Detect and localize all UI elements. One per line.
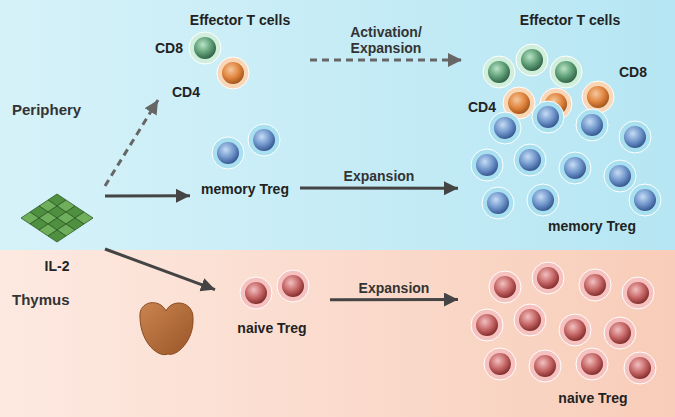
memory-treg-group: memory Treg [190, 122, 300, 204]
cell [189, 32, 221, 64]
cell [582, 81, 614, 113]
group-label: Effector T cells [520, 12, 620, 28]
text-holder: Periphery [12, 101, 81, 118]
cell-label: CD4 [172, 84, 200, 100]
cell [604, 317, 636, 349]
cell [471, 309, 503, 341]
cell [576, 109, 608, 141]
cell [471, 149, 503, 181]
text-holder: naive Treg [237, 320, 306, 336]
cell [489, 271, 521, 303]
memory-treg-group: memory Treg [458, 104, 668, 240]
periphery-band: PeripheryEffector T cellsCD8CD4Effector … [0, 0, 675, 250]
cell [483, 56, 515, 88]
thymus-shape [140, 303, 193, 355]
cell [529, 350, 561, 382]
text-holder: CD4 [172, 84, 200, 100]
edge-label: Expansion [344, 168, 415, 184]
edge-label-holder: Expansion [359, 279, 430, 295]
text-holder: Thymus [12, 291, 70, 308]
edge-label-holder: Activation/ Expansion [336, 24, 436, 56]
cell [629, 184, 661, 216]
arrow [105, 249, 215, 290]
effector-cell-group: Effector T cellsCD8CD4 [462, 6, 667, 124]
arrow [300, 187, 458, 190]
cell-label: CD4 [468, 99, 496, 115]
cell [514, 144, 546, 176]
cell [217, 57, 249, 89]
cell [622, 277, 654, 309]
cell-label: naive Treg [237, 320, 306, 336]
cell [482, 187, 514, 219]
il2-icon: IL-2 [15, 186, 105, 276]
text-holder: Effector T cells [520, 12, 620, 28]
text-holder: CD8 [155, 40, 183, 56]
cell [532, 262, 564, 294]
edge-label-holder: Expansion [344, 168, 415, 184]
dashed-arrow [310, 58, 462, 61]
cell [559, 152, 591, 184]
thymus-band: Thymus naive Treg naive Treg [0, 250, 675, 417]
molecule-diamond [48, 230, 66, 242]
edge-label: Activation/ Expansion [336, 24, 436, 56]
region-label: Periphery [12, 101, 81, 118]
arrow [330, 298, 458, 301]
effector-cell-group: Effector T cellsCD8CD4 [150, 8, 310, 100]
text-holder: naive Treg [558, 390, 627, 406]
molecule-label: IL-2 [45, 258, 70, 274]
cell [527, 184, 559, 216]
cell [559, 314, 591, 346]
cell-label: CD8 [619, 64, 647, 80]
text-holder: memory Treg [548, 218, 636, 234]
cell [516, 44, 548, 76]
arrow [105, 194, 190, 197]
region-label: Thymus [12, 291, 70, 308]
cell [604, 160, 636, 192]
text-holder: CD8 [619, 64, 647, 80]
cell-label: naive Treg [558, 390, 627, 406]
dashed-arrow [105, 100, 158, 186]
naive-treg-group: naive Treg [215, 268, 330, 340]
cell-cluster [458, 260, 668, 412]
cell-label: CD8 [155, 40, 183, 56]
cell-label: memory Treg [201, 181, 289, 197]
text-holder: memory Treg [201, 181, 289, 197]
cell [277, 270, 309, 302]
edge-label: Expansion [359, 279, 430, 295]
cell [550, 56, 582, 88]
text-holder: IL-2 [45, 258, 70, 274]
cell [514, 304, 546, 336]
group-label: Effector T cells [190, 12, 290, 28]
cell [240, 277, 272, 309]
cell [624, 352, 656, 384]
cell-label: memory Treg [548, 218, 636, 234]
cell [619, 121, 651, 153]
cell [248, 124, 280, 156]
cell [212, 137, 244, 169]
cell [484, 348, 516, 380]
cell [489, 112, 521, 144]
cell [532, 101, 564, 133]
cell [576, 348, 608, 380]
cell [579, 269, 611, 301]
naive-treg-group: naive Treg [458, 260, 668, 412]
text-holder: CD4 [468, 99, 496, 115]
text-holder: Effector T cells [190, 12, 290, 28]
